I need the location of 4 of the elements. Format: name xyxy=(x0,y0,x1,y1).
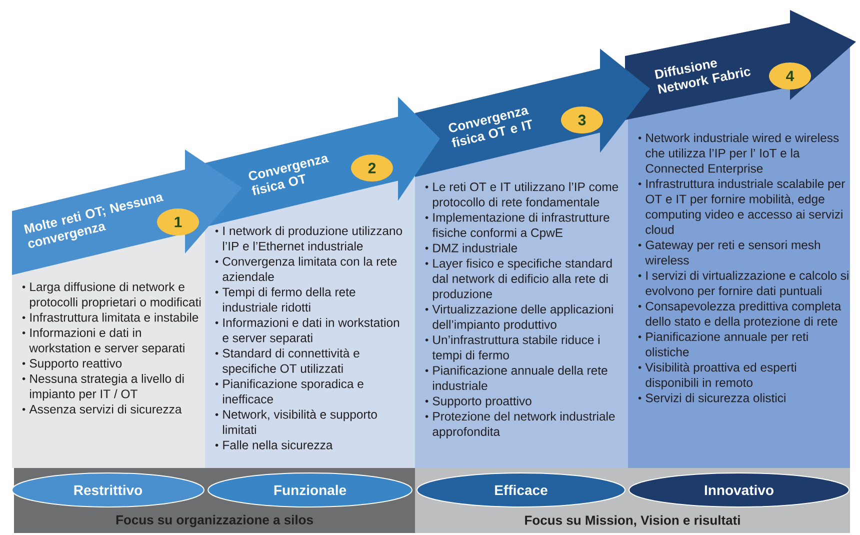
number-badge: 2 xyxy=(351,154,393,182)
number-badge: 1 xyxy=(157,208,199,236)
number-badge: 3 xyxy=(561,106,603,134)
number-badge: 4 xyxy=(769,62,811,90)
